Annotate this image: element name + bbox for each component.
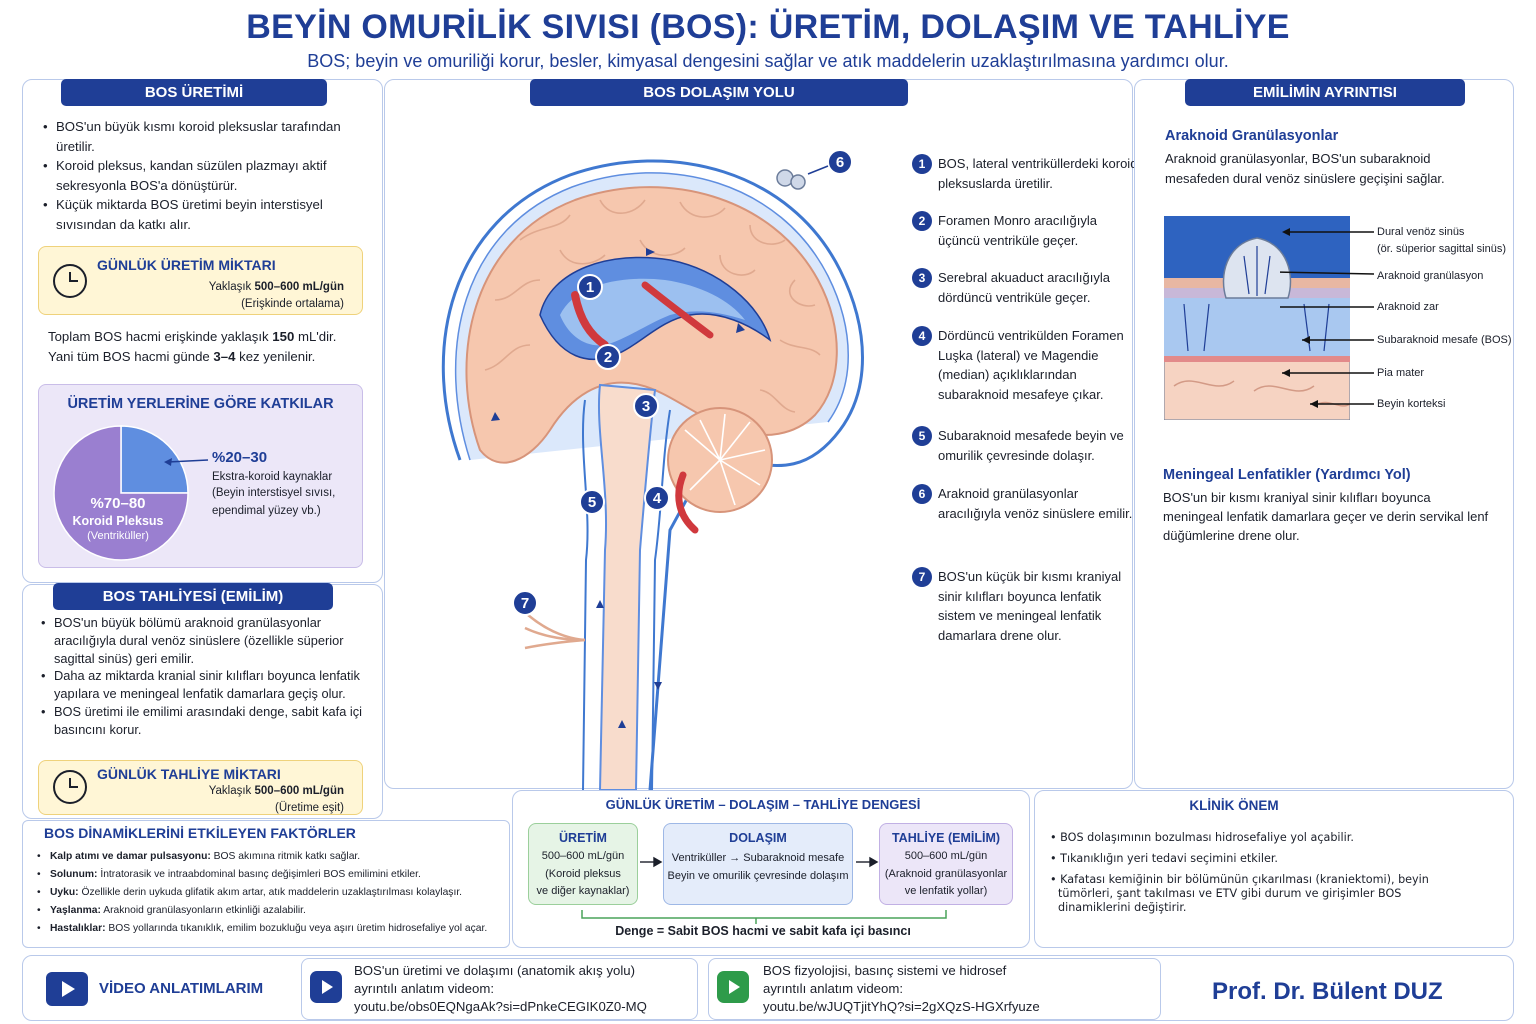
daily-production-heading: GÜNLÜK ÜRETİM MİKTARI bbox=[97, 257, 276, 273]
video-link-title: BOS'un üretimi ve dolaşımı (anatomik akı… bbox=[354, 963, 636, 978]
daily-production-box: GÜNLÜK ÜRETİM MİKTARI Yaklaşık 500–600 m… bbox=[38, 246, 363, 315]
balance-heading: GÜNLÜK ÜRETİM – DOLAŞIM – TAHLİYE DENGES… bbox=[605, 797, 921, 812]
balance-footer: Denge = Sabit BOS hacmi ve sabit kafa iç… bbox=[615, 924, 911, 938]
granulation-label-arrows bbox=[1280, 228, 1375, 408]
clinical-panel bbox=[1034, 790, 1514, 948]
pie-label-major: %70–80 Koroid Pleksus (Ventriküller) bbox=[72, 495, 164, 542]
daily-production-prefix: Yaklaşık bbox=[208, 281, 255, 293]
pie-pointer-arrow bbox=[164, 458, 209, 466]
factor-item: Solunum: İntratorasik ve intraabdominal … bbox=[34, 866, 508, 884]
production-bullets: BOS'un büyük kısmı koroid pleksuslar tar… bbox=[40, 117, 360, 234]
video-link-url: youtu.be/obs0EQNgaAk?si=dPnkeCEGIK0Z0-MQ bbox=[354, 999, 647, 1014]
author-name: Prof. Dr. Bülent DUZ bbox=[1212, 978, 1443, 1005]
factor-item: Hastalıklar: BOS yollarında tıkanıklık, … bbox=[34, 920, 508, 938]
clock-icon bbox=[53, 770, 87, 804]
granulation-text: Araknoid granülasyonlar, BOS'un subarakn… bbox=[1165, 151, 1445, 186]
production-bullet: Koroid pleksus, kandan süzülen plazmayı … bbox=[40, 156, 360, 195]
clinical-list: • BOS dolaşımının bozulması hidrosefaliy… bbox=[1050, 831, 1470, 915]
clock-icon bbox=[53, 264, 87, 298]
granulation-diagram bbox=[1164, 216, 1350, 420]
clinical-item: • Kafatası kemiğinin bir bölümünün çıkar… bbox=[1050, 873, 1429, 914]
factors-list: Kalp atımı ve damar pulsasyonu: BOS akım… bbox=[34, 848, 508, 938]
absorption-panel bbox=[1134, 79, 1514, 789]
production-heading: BOS ÜRETİMİ bbox=[61, 79, 327, 106]
production-bullet: BOS'un büyük kısmı koroid pleksuslar tar… bbox=[40, 117, 360, 156]
svg-text:7: 7 bbox=[521, 595, 529, 612]
page-subtitle: BOS; beyin ve omuriliği korur, besler, k… bbox=[307, 51, 1229, 71]
brain-diagram: 1 2 3 4 5 6 7 bbox=[441, 149, 864, 790]
circulation-heading: BOS DOLAŞIM YOLU bbox=[530, 79, 908, 106]
video-play-icon bbox=[46, 972, 88, 1006]
play-icon bbox=[310, 971, 342, 1003]
daily-production-value: 500–600 mL/gün bbox=[254, 281, 344, 293]
svg-text:6: 6 bbox=[836, 154, 844, 171]
video-link-url: youtu.be/wJUQTjitYhQ?si=2gXQzS-HGXrfyuze bbox=[763, 999, 1040, 1014]
video-link-title: BOS fizyolojisi, basınç sistemi ve hidro… bbox=[763, 963, 1007, 978]
video-link-1[interactable]: BOS'un üretimi ve dolaşımı (anatomik akı… bbox=[301, 958, 698, 1020]
svg-text:3: 3 bbox=[642, 398, 650, 415]
daily-drainage-box: GÜNLÜK TAHLİYE MİKTARI Yaklaşık 500–600 … bbox=[38, 760, 363, 815]
drainage-bullet: BOS'un büyük bölümü araknoid granülasyon… bbox=[38, 614, 363, 667]
clinical-item: • Tıkanıklığın yeri tedavi seçimini etki… bbox=[1050, 852, 1278, 865]
factor-item: Uyku: Özellikle derin uykuda glifatik ak… bbox=[34, 884, 508, 902]
drainage-bullet: BOS üretimi ile emilimi arasındaki denge… bbox=[38, 703, 363, 739]
daily-production-note: (Erişkinde ortalama) bbox=[241, 298, 344, 310]
factors-heading: BOS DİNAMİKLERİNİ ETKİLEYEN FAKTÖRLER bbox=[44, 825, 356, 841]
drainage-bullets: BOS'un büyük bölümü araknoid granülasyon… bbox=[38, 614, 363, 739]
lymph-text: BOS'un bir kısmı kraniyal sinir kılıflar… bbox=[1163, 490, 1489, 543]
svg-text:5: 5 bbox=[588, 494, 596, 511]
pie-slice-extra-choroid bbox=[120, 425, 189, 494]
daily-drainage-heading: GÜNLÜK TAHLİYE MİKTARI bbox=[97, 766, 281, 782]
contributions-heading: ÜRETİM YERLERİNE GÖRE KATKILAR bbox=[67, 396, 334, 412]
balance-arrows bbox=[581, 856, 947, 924]
video-label: VİDEO ANLATIMLARIM bbox=[99, 980, 264, 997]
play-icon bbox=[717, 971, 749, 1003]
contributions-pie bbox=[53, 425, 189, 561]
svg-text:2: 2 bbox=[604, 349, 612, 366]
video-link-desc: ayrıntılı anlatım videom: bbox=[354, 981, 494, 996]
granulation-title: Araknoid Granülasyonlar bbox=[1165, 128, 1339, 144]
drainage-heading: BOS TAHLİYESİ (EMİLİM) bbox=[53, 583, 333, 610]
volume-text: Toplam BOS hacmi erişkinde yaklaşık 150 … bbox=[48, 329, 337, 364]
video-link-desc: ayrıntılı anlatım videom: bbox=[763, 981, 903, 996]
svg-text:1: 1 bbox=[586, 279, 594, 296]
pie-label-minor: %20–30 Ekstra-koroid kaynaklar (Beyin in… bbox=[212, 449, 336, 517]
svg-text:4: 4 bbox=[653, 490, 662, 507]
production-bullet: Küçük miktarda BOS üretimi beyin interst… bbox=[40, 195, 360, 234]
drainage-bullet: Daha az miktarda kranial sinir kılıfları… bbox=[38, 667, 363, 703]
factor-item: Yaşlanma: Araknoid granülasyonların etki… bbox=[34, 902, 508, 920]
flow-drainage-box: TAHLİYE (EMİLİM)500–600 mL/gün(Araknoid … bbox=[879, 823, 1013, 905]
factor-item: Kalp atımı ve damar pulsasyonu: BOS akım… bbox=[34, 848, 508, 866]
video-link-2[interactable]: BOS fizyolojisi, basınç sistemi ve hidro… bbox=[708, 958, 1161, 1020]
page-title: BEYİN OMURİLİK SIVISI (BOS): ÜRETİM, DOL… bbox=[246, 8, 1290, 46]
pie-slice-choroid-plexus bbox=[53, 425, 189, 561]
clinical-heading: KLİNİK ÖNEM bbox=[1189, 798, 1279, 813]
clinical-item: • BOS dolaşımının bozulması hidrosefaliy… bbox=[1050, 831, 1354, 844]
lymph-title: Meningeal Lenfatikler (Yardımcı Yol) bbox=[1163, 467, 1411, 483]
absorption-heading: EMİLİMİN AYRINTISI bbox=[1185, 79, 1465, 106]
